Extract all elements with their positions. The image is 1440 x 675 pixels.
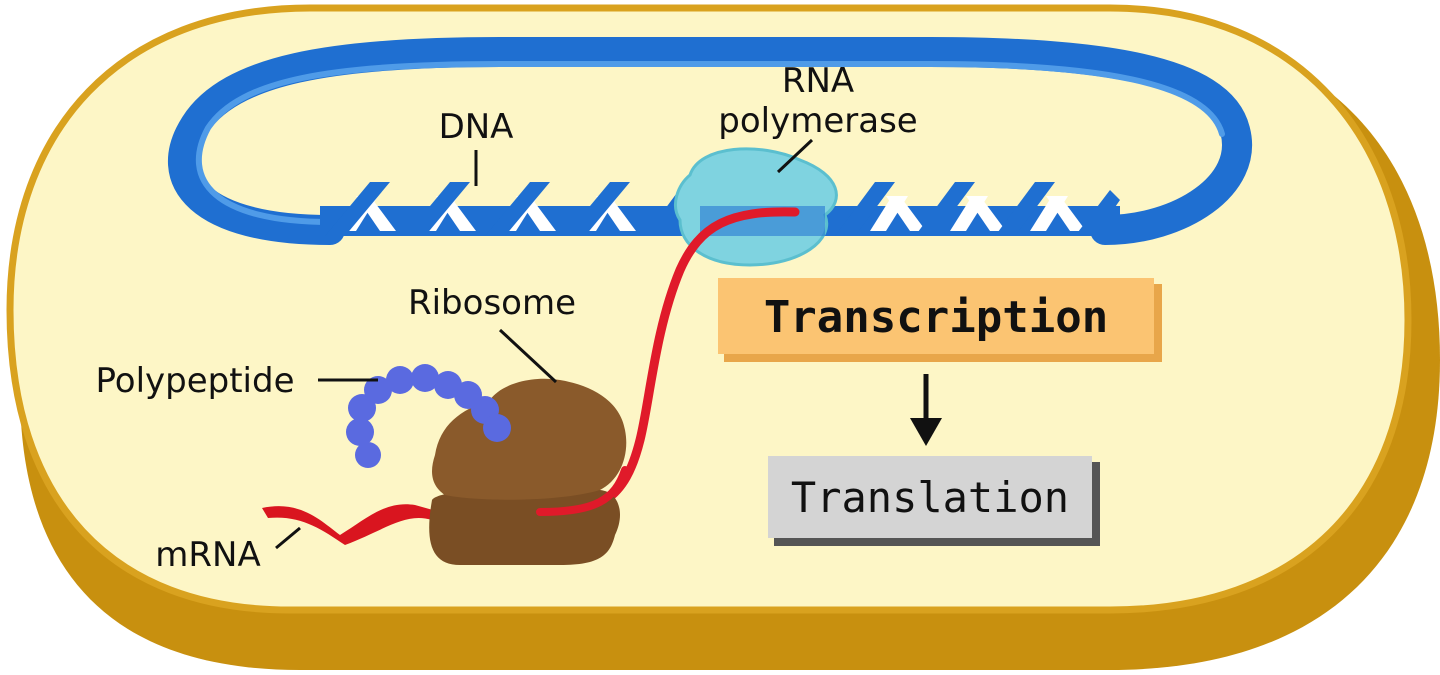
amino-acid-bead	[355, 442, 381, 468]
rna-polymerase-label-line1: RNA	[782, 61, 854, 101]
transcription-label: Transcription	[764, 292, 1108, 343]
ribosome-leader	[498, 328, 558, 384]
dna-loop-highlight	[196, 61, 1225, 225]
amino-acid-bead	[348, 394, 376, 422]
mrna-label: mRNA	[155, 535, 260, 575]
amino-acid-bead	[386, 366, 414, 394]
dna-loop	[167, 37, 1252, 245]
amino-acid-bead	[364, 376, 392, 404]
dna-double-helix	[320, 182, 1120, 236]
label-leaders	[275, 138, 814, 550]
rna-polymerase-leader	[776, 138, 814, 174]
amino-acid-bead	[483, 414, 511, 442]
transcription-box: Transcription	[718, 278, 1162, 362]
amino-acid-bead	[346, 418, 374, 446]
ribosome-small-subunit	[429, 489, 620, 565]
polypeptide-chain	[346, 364, 511, 468]
translation-box: Translation	[768, 456, 1100, 546]
mrna-ribbon	[262, 504, 440, 545]
down-arrow-icon	[910, 374, 942, 446]
mrna-over-ribosome	[536, 466, 629, 516]
translation-label: Translation	[791, 473, 1069, 522]
polypeptide-label: Polypeptide	[95, 361, 294, 401]
rna-polymerase-label-line2: polymerase	[718, 101, 917, 141]
dna-label: DNA	[439, 107, 514, 147]
amino-acid-bead	[411, 364, 439, 392]
ribosome-label: Ribosome	[408, 283, 576, 323]
mrna-leader	[275, 526, 301, 550]
